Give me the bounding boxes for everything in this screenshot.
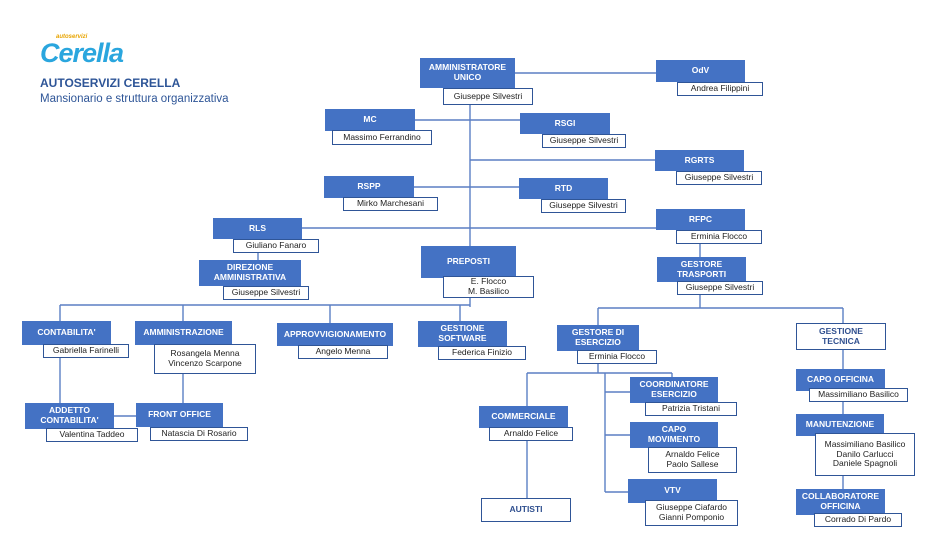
node-front-office-person: Natascia Di Rosario xyxy=(150,427,248,441)
node-contabilita-title: CONTABILITA' xyxy=(22,321,111,345)
node-gestore-trasporti-person: Giuseppe Silvestri xyxy=(677,281,763,295)
node-rfpc-person: Erminia Flocco xyxy=(676,230,762,244)
node-rfpc-title: RFPC xyxy=(656,209,745,230)
node-amministrazione-person: Rosangela Menna Vincenzo Scarpone xyxy=(154,344,256,374)
node-rspp-person: Mirko Marchesani xyxy=(343,197,438,211)
node-preposti-title: PREPOSTI xyxy=(421,246,516,278)
node-vtv-person: Giuseppe Ciafardo Gianni Pomponio xyxy=(645,500,738,526)
node-direzione-amministrativa-title: DIREZIONE AMMINISTRATIVA xyxy=(199,260,301,286)
chart-subtitle: Mansionario e struttura organizzativa xyxy=(40,93,229,105)
node-autisti: AUTISTI xyxy=(481,498,571,522)
logo-tagline: autoservizi xyxy=(56,34,88,40)
node-gestione-software-person: Federica Finizio xyxy=(438,346,526,360)
node-preposti-person: E. Flocco M. Basilico xyxy=(443,276,534,298)
company-name: AUTOSERVIZI CERELLA xyxy=(40,76,181,90)
node-manutenzione-person: Massimiliano Basilico Danilo Carlucci Da… xyxy=(815,433,915,476)
node-collaboratore-officina-person: Corrado Di Pardo xyxy=(814,513,902,527)
node-mc-person: Massimo Ferrandino xyxy=(332,130,432,145)
node-gestore-esercizio-title: GESTORE DI ESERCIZIO xyxy=(557,325,639,351)
node-contabilita-person: Gabriella Farinelli xyxy=(43,344,129,358)
node-rtd-title: RTD xyxy=(519,178,608,199)
node-gestione-software-title: GESTIONE SOFTWARE xyxy=(418,321,507,347)
node-manutenzione-title: MANUTENZIONE xyxy=(796,414,884,436)
node-rsgi-title: RSGI xyxy=(520,113,610,134)
node-mc-title: MC xyxy=(325,109,415,131)
node-gestore-esercizio-person: Erminia Flocco xyxy=(577,350,657,364)
node-rspp-title: RSPP xyxy=(324,176,414,198)
node-approvvigionamento-person: Angelo Menna xyxy=(298,345,388,359)
node-amministratore-unico-title: AMMINISTRATORE UNICO xyxy=(420,58,515,88)
node-gestore-trasporti-title: GESTORE TRASPORTI xyxy=(657,257,746,282)
node-rgrts-title: RGRTS xyxy=(655,150,744,171)
node-coordinatore-esercizio-person: Patrizia Tristani xyxy=(645,402,737,416)
node-capo-officina-title: CAPO OFFICINA xyxy=(796,369,885,391)
node-vtv-title: VTV xyxy=(628,479,717,503)
node-coordinatore-esercizio-title: COORDINATORE ESERCIZIO xyxy=(630,377,718,403)
node-odv-title: OdV xyxy=(656,60,745,82)
node-gestione-tecnica: GESTIONE TECNICA xyxy=(796,323,886,350)
node-rtd-person: Giuseppe Silvestri xyxy=(541,199,626,213)
node-commerciale-title: COMMERCIALE xyxy=(479,406,568,428)
logo-wordmark: Cerella xyxy=(40,38,124,68)
node-rsgi-person: Giuseppe Silvestri xyxy=(542,134,626,148)
node-addetto-contabilita-person: Valentina Taddeo xyxy=(46,428,138,442)
node-amministratore-unico-person: Giuseppe Silvestri xyxy=(443,88,533,105)
node-capo-movimento-person: Arnaldo Felice Paolo Sallese xyxy=(648,447,737,473)
node-approvvigionamento-title: APPROVVIGIONAMENTO xyxy=(277,323,393,346)
node-collaboratore-officina-title: COLLABORATORE OFFICINA xyxy=(796,489,885,515)
node-direzione-amministrativa-person: Giuseppe Silvestri xyxy=(223,286,309,300)
node-rgrts-person: Giuseppe Silvestri xyxy=(676,171,762,185)
node-addetto-contabilita-title: ADDETTO CONTABILITA' xyxy=(25,403,114,429)
node-amministrazione-title: AMMINISTRAZIONE xyxy=(135,321,232,345)
node-odv-person: Andrea Filippini xyxy=(677,82,763,96)
node-capo-movimento-title: CAPO MOVIMENTO xyxy=(630,422,718,448)
node-rls-person: Giuliano Fanaro xyxy=(233,239,319,253)
node-front-office-title: FRONT OFFICE xyxy=(136,403,223,427)
node-capo-officina-person: Massimiliano Basilico xyxy=(809,388,908,402)
node-commerciale-person: Arnaldo Felice xyxy=(489,427,573,441)
node-rls-title: RLS xyxy=(213,218,302,239)
